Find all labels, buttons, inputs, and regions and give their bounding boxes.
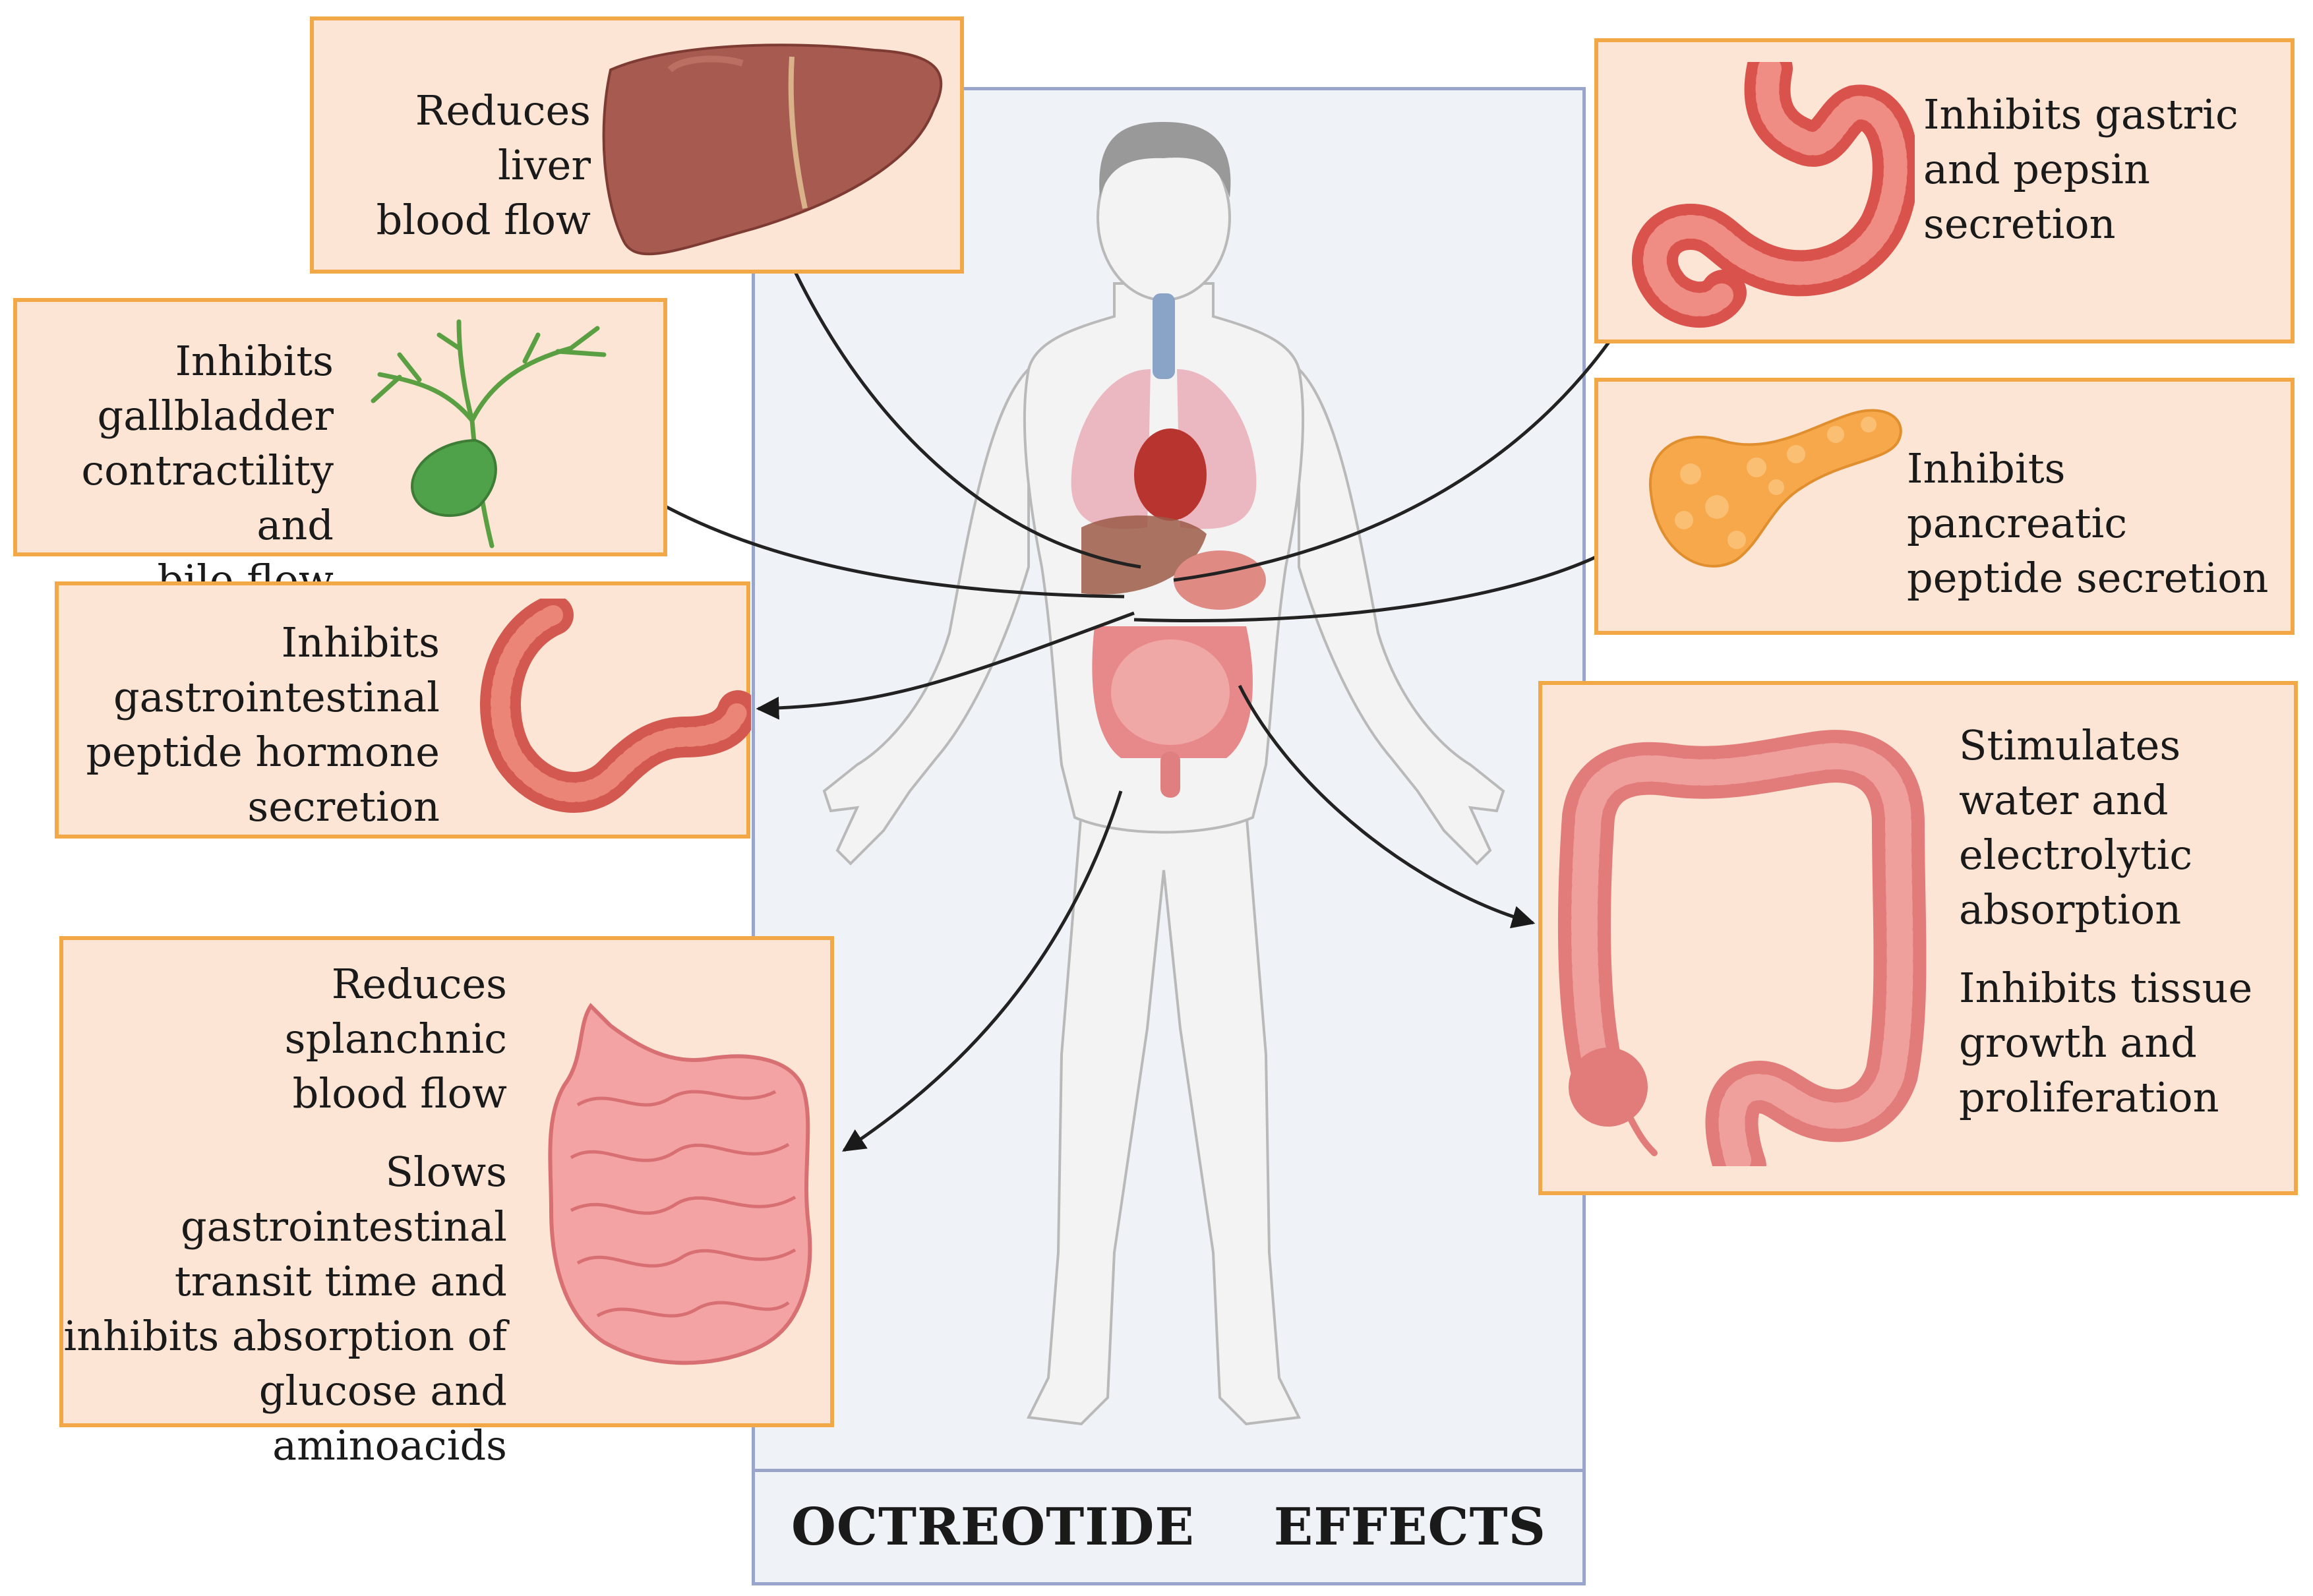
small-intestine-box-text: Reduces splanchnic blood flow Slows gast… [63, 960, 507, 1469]
pancreas-box-text: Inhibits pancreatic peptide secretion [1907, 444, 2269, 602]
small-intestine-box: Reduces splanchnic blood flow Slows gast… [59, 936, 834, 1469]
gi-hormone-box: Inhibits gastrointestinal peptide hormon… [55, 581, 751, 839]
gi-hormone-box-text: Inhibits gastrointestinal peptide hormon… [86, 618, 440, 831]
stomach-icon [1631, 62, 1915, 328]
colon-box-text: Stimulates water and electrolytic absorp… [1959, 721, 2253, 1121]
title-word-1: OCTREOTIDE [791, 1497, 1195, 1557]
arrow-to-stomach [1173, 294, 1640, 582]
stomach-box: Inhibits gastric and pepsin secretion [1594, 38, 2295, 343]
biliary-tree-icon [371, 319, 607, 548]
arrow-to-pancreas [1133, 539, 1629, 622]
arrow-to-gallbladder [585, 453, 1125, 599]
stomach-box-text: Inhibits gastric and pepsin secretion [1923, 90, 2238, 248]
liver-icon [602, 44, 943, 256]
liver-box: Reduces liver blood flow [310, 16, 964, 274]
duodenum-icon [480, 599, 751, 813]
title-word-2: EFFECTS [1273, 1497, 1547, 1557]
arrow-to-small-intestine [842, 790, 1123, 1152]
liver-box-text: Reduces liver blood flow [376, 86, 591, 244]
colon-box: Stimulates water and electrolytic absorp… [1538, 681, 2298, 1195]
hair [1099, 122, 1231, 198]
gallbladder-box-text: Inhibits gallbladder contractility and b… [81, 337, 334, 604]
pancreas-icon [1648, 409, 1902, 568]
arrow-to-colon [1238, 684, 1536, 929]
gallbladder-box: Inhibits gallbladder contractility and b… [13, 298, 667, 604]
colon-icon [1558, 730, 1927, 1166]
internal-organs [1071, 293, 1266, 798]
pancreas-box: Inhibits pancreatic peptide secretion [1594, 378, 2295, 635]
small-intestine-icon [548, 1003, 812, 1365]
arrow-to-liver [761, 198, 1141, 569]
arrow-to-gi-hormone [756, 611, 1135, 720]
title-band: OCTREOTIDE EFFECTS [755, 1469, 1582, 1582]
